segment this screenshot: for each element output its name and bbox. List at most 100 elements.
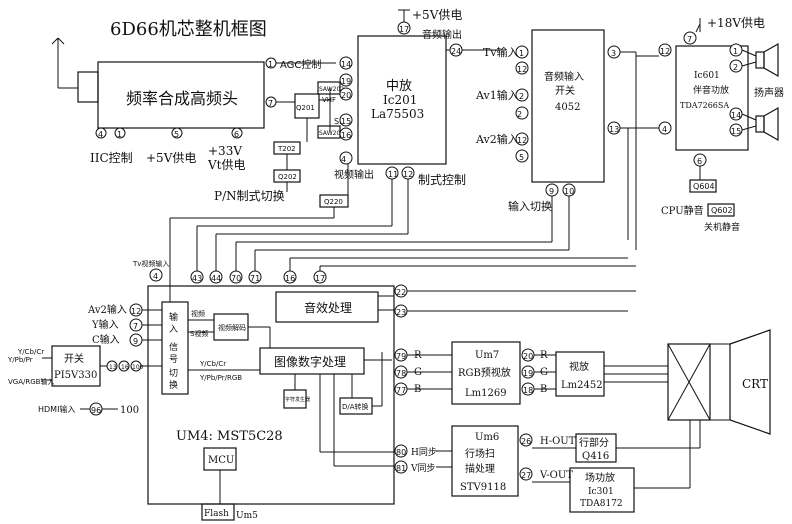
input-switch-char-3: 信 [169,341,178,353]
c-in-label: C输入 [92,333,120,346]
um4-pin-78: 78 [396,369,406,378]
tuner-5v-label: +5V供电 [146,151,196,165]
q602-label: Q602 [711,206,733,215]
um4-pin-l13: 13 [109,364,117,371]
vout-label: V-OUT [539,470,573,481]
off-mute-label: 关机静音 [704,221,740,233]
t202-label: T202 [277,145,296,153]
av2-in-label: Av2输入 [475,132,519,146]
cpu-mute-label: CPU静音 [661,204,704,217]
as-pin-2: 2 [519,92,524,101]
av1-in-label: Av1输入 [475,88,519,102]
if-pin-24: 24 [451,47,461,56]
um7-pin-20: 20 [523,352,533,361]
vga-in-label: VGA/RGB输入 [8,377,54,386]
audio-switch-part: 4052 [555,102,580,113]
um4-pin-4: 4 [153,272,158,281]
as-pin-12: 12 [517,65,527,74]
um4-pin-l16: 16 [121,364,129,371]
um4-box [147,285,395,505]
q201-label: Q201 [296,104,315,112]
av2-video-in-label: Av2输入 [87,303,127,316]
ycbcr-in-label: Y/Cb/Cr [17,348,44,356]
hdmi-in-label: HDMI输入 [38,404,75,414]
amp-part: TDA7266SA [680,101,729,110]
amp-18v-label: +18V供电 [707,16,765,30]
y-in-label: Y输入 [91,318,119,331]
tuner-vt-label: Vt供电 [207,158,246,172]
um4-pin-71: 71 [250,274,260,283]
speaker-label: 扬声器 [754,86,784,99]
um6-desc1: 行场扫 [465,447,495,460]
if-pin-16: 16 [341,131,351,140]
as-pin-tv: 1 [519,49,524,58]
um6-part: STV9118 [460,482,506,493]
field-amp-name: 场功放 [585,471,615,484]
um6-desc2: 描处理 [465,462,495,475]
um4-pin-l9: 9 [133,337,138,346]
sound-proc-label: 音效处理 [304,300,352,315]
tuner-box [97,61,265,129]
um7-box [451,341,521,405]
da-label: D/A转换 [342,402,369,411]
yuv-label: Y/Cb/Cr [199,360,226,368]
agc-label: AGC控制 [280,58,321,71]
vhf-label: VHF [322,96,336,104]
pn-switch-label: P/N制式切换 [214,189,285,203]
as-pin-13: 13 [609,125,619,134]
as-pin-15: 2 [517,110,522,119]
as-pin-9: 9 [549,187,554,196]
if-pin-4: 4 [341,155,346,164]
amp-pin-6: 6 [697,157,702,166]
q202-label: Q202 [278,173,297,181]
input-switch-char-1: 输 [169,311,178,323]
input-switch-label: 输入切换 [508,199,552,213]
if-pin-20: 20 [341,91,351,100]
tuner-pin-7: 7 [268,99,273,108]
field-amp-ic: Ic301 [588,487,614,497]
audio-switch-box [531,29,605,183]
char-gen-label: 字符发生器 [285,396,310,403]
audio-switch-name: 音频输入 [544,70,584,83]
tv-video-in-label: Tv视频输入 [132,259,169,268]
ypbpr-in-label: Y/Pb/Pr [7,356,33,364]
input-switch-char-4: 号 [169,354,178,365]
input-switch-char-6: 换 [169,379,178,391]
video-tag: 视频 [191,309,205,318]
if-name: 中放 [386,79,412,94]
um4-pin-81: 81 [396,464,406,473]
um7-desc: RGB预视放 [458,366,511,379]
iic-label: IIC控制 [90,151,133,165]
amp-desc: 伴音功放 [693,84,729,96]
tuner-pin-1b: 1 [117,130,122,139]
switch-ic-part: PI5V330 [54,370,97,381]
if-pin-19: 19 [341,77,351,86]
field-amp-box [569,467,635,513]
as-pin-3: 3 [611,49,616,58]
tv-in-label: Tv输入 [483,45,519,59]
vsync-label: V同步 [410,463,436,474]
as-pin-5: 5 [519,153,524,162]
amp-pin-12: 12 [660,47,670,56]
amp-pin-7: 7 [687,35,692,44]
um4-pin-80: 80 [396,448,406,457]
tuner-label: 频率合成高频头 [126,89,238,108]
crt-label: CRT [742,377,768,391]
um6-name: Um6 [475,432,499,443]
if-pin-11: 11 [388,170,398,179]
tuner-pin-5: 5 [174,130,179,139]
um4-pin-16: 16 [285,274,295,283]
saw202-label: SAW202 [319,86,344,93]
um4-pin-70: 70 [231,274,241,283]
amp-ic: Ic601 [694,71,720,81]
saw201-label: SAW201 [319,130,344,137]
amp-pin-2: 2 [733,63,738,72]
decoder-label: 视频解码 [218,323,246,332]
mcu-label: MCU [208,455,234,466]
if-5v-label: +5V供电 [412,8,462,22]
if-pin-15: 15 [341,117,351,126]
crt-icon [667,329,771,435]
um7-pin-19: 19 [523,369,533,378]
flash-box [201,503,235,521]
as-pin-14: 12 [517,136,527,145]
